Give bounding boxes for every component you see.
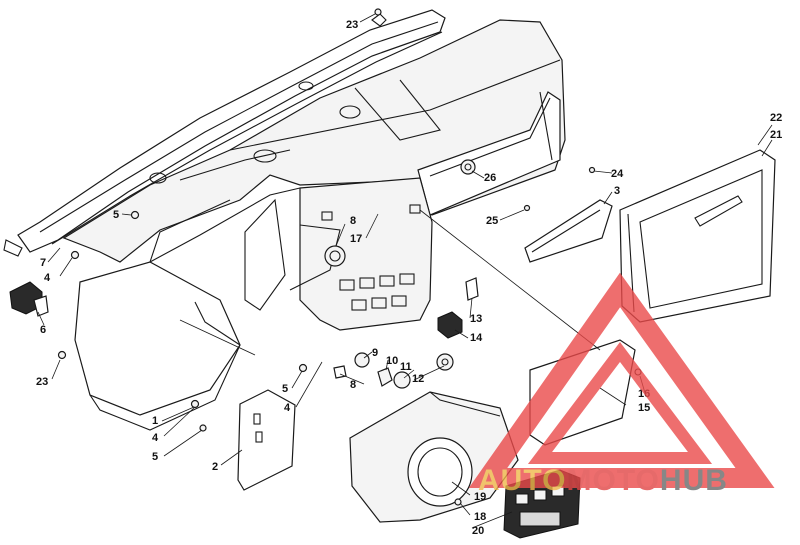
callout-13: 13 — [470, 313, 482, 325]
callout-19: 19 — [474, 491, 486, 503]
watermark-moto: MOTO — [566, 464, 659, 497]
callout-4-upper: 4 — [44, 272, 51, 284]
callout-17: 17 — [350, 233, 362, 245]
callout-26: 26 — [484, 172, 496, 184]
watermark-hub: HUB — [660, 464, 728, 497]
grommet-part — [460, 159, 476, 175]
callout-18: 18 — [474, 511, 486, 523]
callout-7: 7 — [40, 257, 46, 269]
callout-labels: 23 22 21 24 3 26 25 5 8 17 7 4 6 13 14 2… — [36, 19, 782, 537]
callout-22: 22 — [770, 112, 782, 124]
callout-11: 11 — [400, 361, 412, 373]
callout-4-lower: 4 — [152, 432, 159, 444]
glove-box-door — [619, 149, 776, 323]
callout-23-top: 23 — [346, 19, 358, 31]
callout-24: 24 — [611, 168, 624, 180]
callout-9: 9 — [372, 347, 378, 359]
callout-8-lower: 8 — [350, 379, 356, 391]
callout-5-upper: 5 — [113, 209, 119, 221]
watermark-triangle-outer — [468, 272, 775, 488]
bracket-plate — [237, 389, 296, 491]
fasteners — [57, 8, 596, 506]
side-trim-panel — [524, 199, 613, 263]
leader-lines — [37, 13, 773, 529]
callout-14: 14 — [470, 332, 483, 344]
instrument-hood — [349, 391, 519, 523]
callout-8-upper: 8 — [350, 215, 356, 227]
callout-3: 3 — [614, 185, 620, 197]
callout-25: 25 — [486, 215, 498, 227]
callout-5-mid: 5 — [282, 383, 288, 395]
callout-4-mid: 4 — [284, 402, 291, 414]
callout-20: 20 — [472, 525, 484, 537]
callout-1: 1 — [152, 415, 158, 427]
svg-text:AUTOMOTOHUB: AUTOMOTOHUB — [478, 464, 728, 497]
watermark-auto: AUTO — [478, 464, 566, 497]
watermark-triangle-inner — [527, 342, 713, 464]
callout-10: 10 — [386, 355, 398, 367]
callout-15: 15 — [638, 402, 650, 414]
top-trim-strip — [3, 9, 446, 257]
callout-21: 21 — [770, 129, 782, 141]
callout-23-left: 23 — [36, 376, 48, 388]
callout-6: 6 — [40, 324, 46, 336]
callout-5-lower: 5 — [152, 451, 158, 463]
callout-12: 12 — [412, 373, 424, 385]
ignition-switch-part — [9, 281, 49, 317]
watermark-logo: AUTOMOTOHUB — [468, 272, 775, 497]
callout-2: 2 — [212, 461, 218, 473]
rotary-switch-part — [324, 245, 346, 267]
